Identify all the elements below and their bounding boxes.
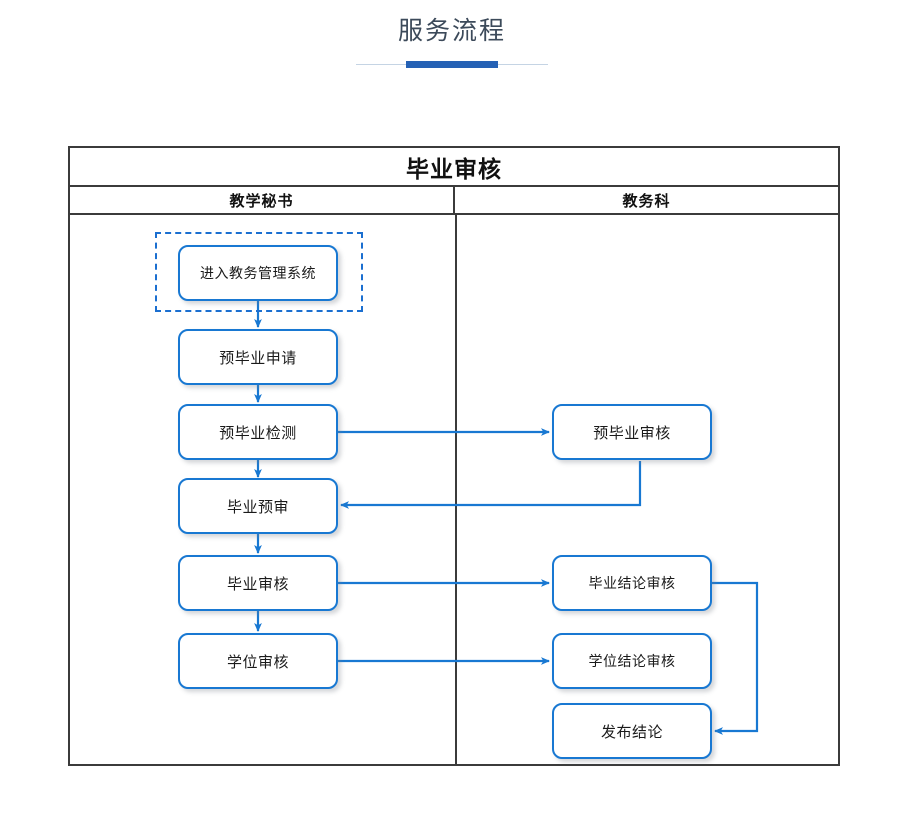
flow-node-pre-graduation-check[interactable]: 预毕业检测 <box>178 404 338 460</box>
flow-node-label: 毕业审核 <box>226 574 289 593</box>
flow-node-enter-system[interactable]: 进入教务管理系统 <box>178 245 338 301</box>
flow-node-label: 发布结论 <box>600 722 663 741</box>
lane-header-academic-affairs: 教务科 <box>455 187 838 213</box>
lane-header-teaching-secretary: 教学秘书 <box>70 187 455 213</box>
flow-node-label: 进入教务管理系统 <box>200 266 316 282</box>
flow-node-label: 预毕业申请 <box>219 348 297 367</box>
selection-outline-n1 <box>155 232 363 312</box>
flow-node-label: 毕业结论审核 <box>588 576 676 592</box>
page-title: 服务流程 <box>397 16 506 45</box>
flow-node-label: 毕业预审 <box>226 497 289 516</box>
lane-header-label-left: 教学秘书 <box>229 191 294 210</box>
flow-node-publish-conclusion[interactable]: 发布结论 <box>552 703 712 759</box>
flow-node-graduation-pre-review[interactable]: 毕业预审 <box>178 478 338 534</box>
flow-node-pre-graduation-audit[interactable]: 预毕业审核 <box>552 404 712 460</box>
flow-node-degree-conclusion-audit[interactable]: 学位结论审核 <box>552 633 712 689</box>
flow-node-graduation-review[interactable]: 毕业审核 <box>178 555 338 611</box>
flow-node-label: 预毕业检测 <box>219 423 297 442</box>
flow-node-degree-review[interactable]: 学位审核 <box>178 633 338 689</box>
lane-header-row: 教学秘书 教务科 <box>70 187 838 215</box>
lane-header-label-right: 教务科 <box>622 191 671 210</box>
title-underline-rule <box>356 60 548 70</box>
lane-divider <box>455 215 457 764</box>
flowchart-banner: 毕业审核 <box>70 148 838 187</box>
flow-node-graduation-conclusion-audit[interactable]: 毕业结论审核 <box>552 555 712 611</box>
flow-node-label: 学位结论审核 <box>588 654 676 670</box>
page-header: 服务流程 <box>0 14 904 68</box>
title-rule-accent <box>406 61 498 68</box>
flowchart-banner-label: 毕业审核 <box>406 156 502 183</box>
flow-node-label: 学位审核 <box>226 652 289 671</box>
flow-node-label: 预毕业审核 <box>593 423 671 442</box>
flow-node-pre-graduation-application[interactable]: 预毕业申请 <box>178 329 338 385</box>
